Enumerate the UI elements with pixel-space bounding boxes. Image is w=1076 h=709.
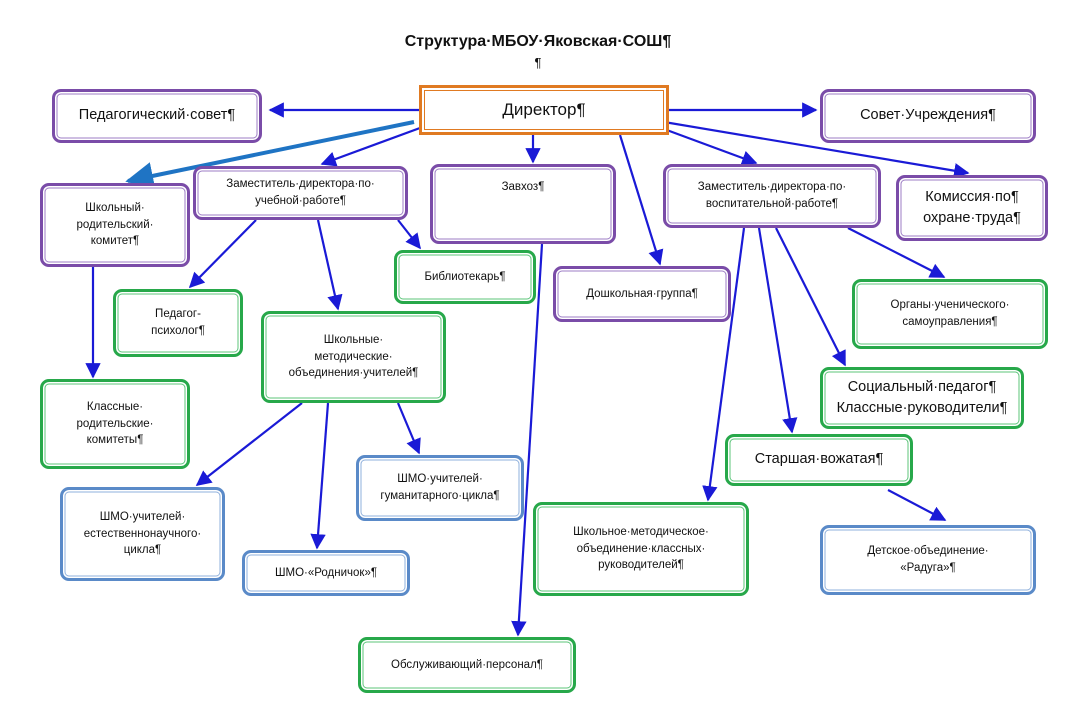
node-service-staff-label: Обслуживающий·персонал¶ — [391, 658, 543, 671]
node-librarian[interactable]: Библиотекарь¶ — [394, 250, 536, 304]
node-shmo-science[interactable]: ШМО·учителей· естественнонаучного· цикла… — [60, 487, 225, 581]
node-class-teachers-union[interactable]: Школьное·методическое· объединение·класс… — [533, 502, 749, 596]
node-shmo-science-label: ШМО·учителей· естественнонаучного· цикла… — [83, 510, 202, 557]
node-class-committees-label: Классные· родительские· комитеты¶ — [76, 400, 154, 447]
node-student-gov-label: Органы·ученического· самоуправления¶ — [890, 299, 1010, 328]
node-shmo-rodnichok[interactable]: ШМО·«Родничок»¶ — [242, 550, 410, 596]
node-supply-label: Завхоз¶ — [501, 181, 545, 193]
node-director[interactable]: Директор¶ — [419, 85, 669, 135]
node-children-union-label: Детское·объединение· «Радуга»¶ — [867, 545, 989, 574]
arrow-director-to-preschool — [618, 134, 664, 266]
node-senior-leader-label: Старшая·вожатая¶ — [754, 451, 884, 468]
node-labor-commission[interactable]: Комиссия·по¶ охране·труда¶ — [896, 175, 1048, 241]
node-council[interactable]: Совет·Учреждения¶ — [820, 89, 1036, 143]
arrow-deputy-study-to-psychologist — [188, 219, 257, 289]
node-preschool-label: Дошкольная·группа¶ — [586, 287, 698, 300]
arrow-director-to-deputy-study — [320, 126, 421, 167]
paragraph-mark: ¶ — [534, 55, 542, 70]
node-service-staff[interactable]: Обслуживающий·персонал¶ — [358, 637, 576, 693]
node-ped-council[interactable]: Педагогический·совет¶ — [52, 89, 262, 143]
node-deputy-study[interactable]: Заместитель·директора·по· учебной·работе… — [193, 166, 408, 220]
node-deputy-study-label: Заместитель·директора·по· учебной·работе… — [226, 178, 375, 207]
arrow-senior-leader-to-children-union — [887, 489, 947, 521]
arrow-method-unions-to-shmo-science — [195, 402, 303, 486]
node-social-teacher[interactable]: Социальный·педагог¶ Классные·руководител… — [820, 367, 1024, 429]
node-student-gov[interactable]: Органы·ученического· самоуправления¶ — [852, 279, 1048, 349]
arrow-method-unions-to-shmo-humanities — [396, 402, 421, 455]
arrow-deputy-edu-to-social-teacher — [775, 227, 846, 367]
node-deputy-edu[interactable]: Заместитель·директора·по· воспитательной… — [663, 164, 881, 228]
node-method-unions-label: Школьные· методические· объединения·учит… — [288, 333, 419, 380]
node-labor-commission-label: Комиссия·по¶ охране·труда¶ — [923, 188, 1021, 226]
arrow-deputy-study-to-method-unions — [316, 219, 343, 311]
node-shmo-rodnichok-label: ШМО·«Родничок»¶ — [274, 566, 378, 579]
arrow-director-to-parent-committee — [125, 120, 415, 190]
arrow-deputy-study-to-librarian — [397, 219, 421, 250]
node-ped-council-label: Педагогический·совет¶ — [78, 107, 236, 124]
arrow-deputy-edu-to-class-teachers-union — [702, 227, 746, 502]
node-psychologist-label: Педагог- психолог¶ — [151, 308, 205, 337]
arrow-deputy-edu-to-student-gov — [847, 227, 946, 278]
node-social-teacher-label: Социальный·педагог¶ Классные·руководител… — [836, 378, 1008, 416]
node-parent-committee[interactable]: Школьный· родительский· комитет¶ — [40, 183, 190, 267]
node-director-label: Директор¶ — [502, 99, 586, 119]
node-class-committees[interactable]: Классные· родительские· комитеты¶ — [40, 379, 190, 469]
arrow-supply-to-service-staff — [511, 243, 544, 637]
node-psychologist[interactable]: Педагог- психолог¶ — [113, 289, 243, 357]
node-preschool[interactable]: Дошкольная·группа¶ — [553, 266, 731, 322]
node-parent-committee-label: Школьный· родительский· комитет¶ — [76, 201, 154, 248]
node-shmo-humanities-label: ШМО·учителей· гуманитарного·цикла¶ — [380, 473, 500, 502]
node-shmo-humanities[interactable]: ШМО·учителей· гуманитарного·цикла¶ — [356, 455, 524, 521]
node-librarian-label: Библиотекарь¶ — [424, 270, 506, 283]
arrow-director-to-deputy-edu — [663, 127, 758, 166]
diagram-title: Структура·МБОУ·Яковская·СОШ¶ — [404, 33, 672, 50]
node-method-unions[interactable]: Школьные· методические· объединения·учит… — [261, 311, 446, 403]
arrow-method-unions-to-shmo-rodnichok — [310, 402, 330, 550]
arrow-deputy-edu-to-senior-leader — [757, 227, 798, 434]
node-supply[interactable]: Завхоз¶ — [430, 164, 616, 244]
node-children-union[interactable]: Детское·объединение· «Радуга»¶ — [820, 525, 1036, 595]
node-council-label: Совет·Учреждения¶ — [860, 107, 996, 124]
node-class-teachers-union-label: Школьное·методическое· объединение·класс… — [573, 525, 709, 572]
arrow-director-to-labor-commission — [663, 120, 970, 179]
node-senior-leader[interactable]: Старшая·вожатая¶ — [725, 434, 913, 486]
node-deputy-edu-label: Заместитель·директора·по· воспитательной… — [697, 181, 847, 210]
